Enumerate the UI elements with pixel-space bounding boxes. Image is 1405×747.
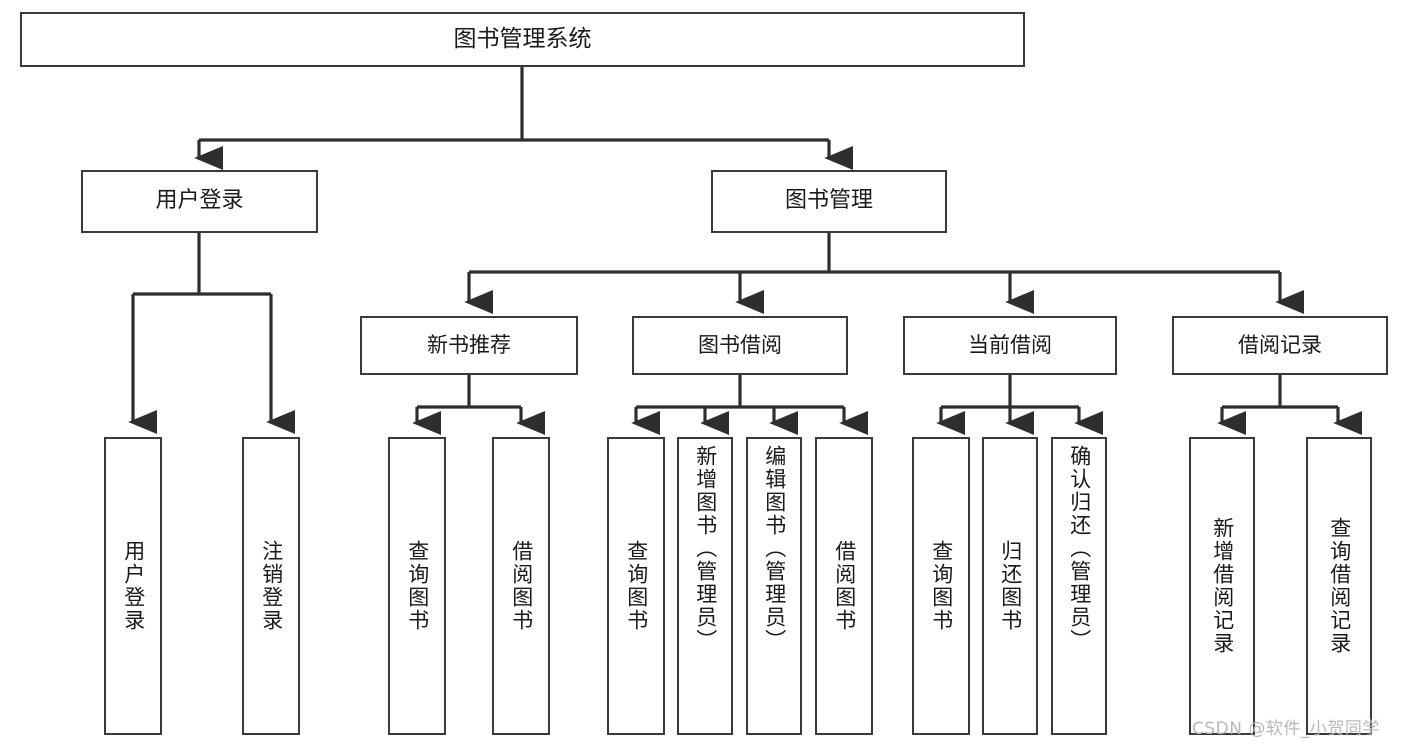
- node-current-borrow[interactable]: 当前借阅: [903, 316, 1117, 375]
- leaf-logout[interactable]: 注销登录: [242, 437, 300, 735]
- leaf-return-book[interactable]: 归还图书: [982, 437, 1038, 735]
- leaf-query-book-borrow[interactable]: 查询图书: [607, 437, 665, 735]
- csdn-watermark: CSDN @软件_小贺同学: [1192, 719, 1380, 739]
- leaf-query-book-current[interactable]: 查询图书: [912, 437, 970, 735]
- leaf-user-login[interactable]: 用户登录: [104, 437, 162, 735]
- node-book-borrow[interactable]: 图书借阅: [632, 316, 848, 375]
- node-user-login[interactable]: 用户登录: [81, 170, 318, 233]
- leaf-add-book-admin[interactable]: 新增图书（管理员）: [677, 437, 733, 735]
- leaf-edit-book-admin[interactable]: 编辑图书（管理员）: [746, 437, 802, 735]
- leaf-borrow-book[interactable]: 借阅图书: [815, 437, 873, 735]
- node-borrow-record[interactable]: 借阅记录: [1172, 316, 1388, 375]
- node-book-management[interactable]: 图书管理: [711, 170, 947, 233]
- leaf-borrow-book-recommend[interactable]: 借阅图书: [492, 437, 550, 735]
- leaf-add-borrow-record[interactable]: 新增借阅记录: [1189, 437, 1255, 735]
- node-new-book-recommend[interactable]: 新书推荐: [360, 316, 578, 375]
- leaf-confirm-return-admin[interactable]: 确认归还（管理员）: [1051, 437, 1107, 735]
- leaf-query-borrow-record[interactable]: 查询借阅记录: [1306, 437, 1372, 735]
- node-root-system[interactable]: 图书管理系统: [20, 12, 1025, 67]
- leaf-query-book-recommend[interactable]: 查询图书: [388, 437, 446, 735]
